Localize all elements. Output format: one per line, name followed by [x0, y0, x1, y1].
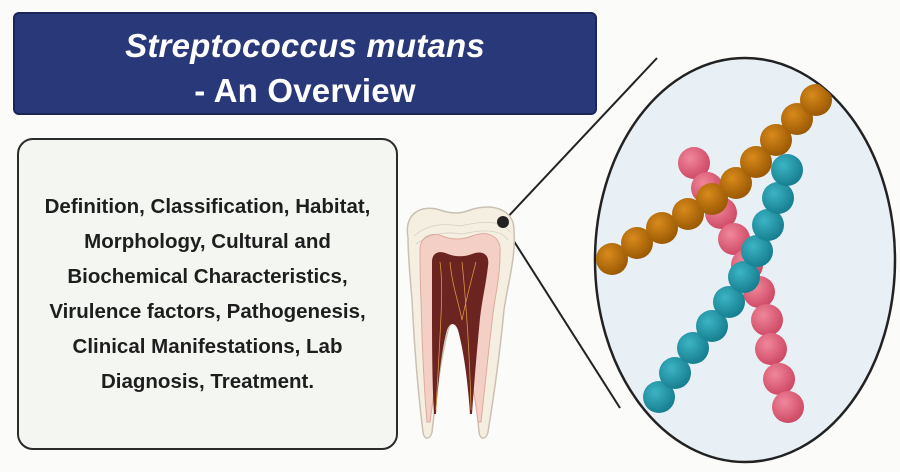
title-species: Streptococcus mutans — [125, 27, 485, 64]
bacteria-chains — [596, 84, 832, 423]
plaque-spot — [497, 216, 509, 228]
tooth-icon — [406, 206, 516, 439]
title-banner: Streptococcus mutans - An Overview — [13, 12, 597, 115]
topics-list: Definition, Classification, Habitat, Mor… — [44, 195, 371, 393]
topics-box: Definition, Classification, Habitat, Mor… — [17, 138, 398, 450]
callout-lines — [502, 57, 658, 409]
orange-chain — [596, 84, 832, 275]
teal-chain — [643, 154, 803, 413]
title-subtitle: - An Overview — [194, 72, 416, 109]
magnifier-callout — [593, 56, 897, 464]
